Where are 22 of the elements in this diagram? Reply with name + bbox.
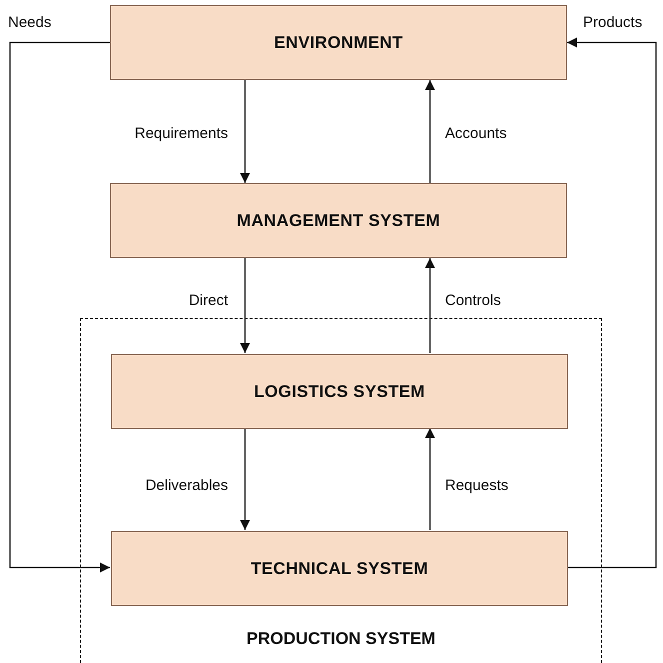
dashed-group-frame bbox=[80, 318, 602, 663]
edge-label: Direct bbox=[188, 292, 228, 309]
group-title: PRODUCTION SYSTEM bbox=[246, 629, 436, 649]
system-box: MANAGEMENT SYSTEM bbox=[110, 183, 567, 258]
system-box: LOGISTICS SYSTEM bbox=[111, 354, 568, 429]
system-box: ENVIRONMENT bbox=[110, 5, 567, 80]
edge-label: Controls bbox=[445, 292, 501, 309]
arrow bbox=[425, 258, 435, 353]
arrow bbox=[240, 258, 250, 353]
edge-label: Accounts bbox=[445, 125, 507, 142]
edge-label: Requests bbox=[445, 477, 508, 494]
arrow bbox=[567, 38, 657, 568]
arrow bbox=[240, 428, 250, 530]
arrow bbox=[425, 428, 435, 530]
edge-label: Requirements bbox=[134, 125, 228, 142]
arrow bbox=[425, 80, 435, 183]
edge-label: Deliverables bbox=[145, 477, 228, 494]
system-box: TECHNICAL SYSTEM bbox=[111, 531, 568, 606]
arrow bbox=[240, 80, 250, 183]
edge-label: Products bbox=[583, 14, 642, 31]
edge-label: Needs bbox=[8, 14, 52, 31]
arrow bbox=[9, 42, 110, 572]
